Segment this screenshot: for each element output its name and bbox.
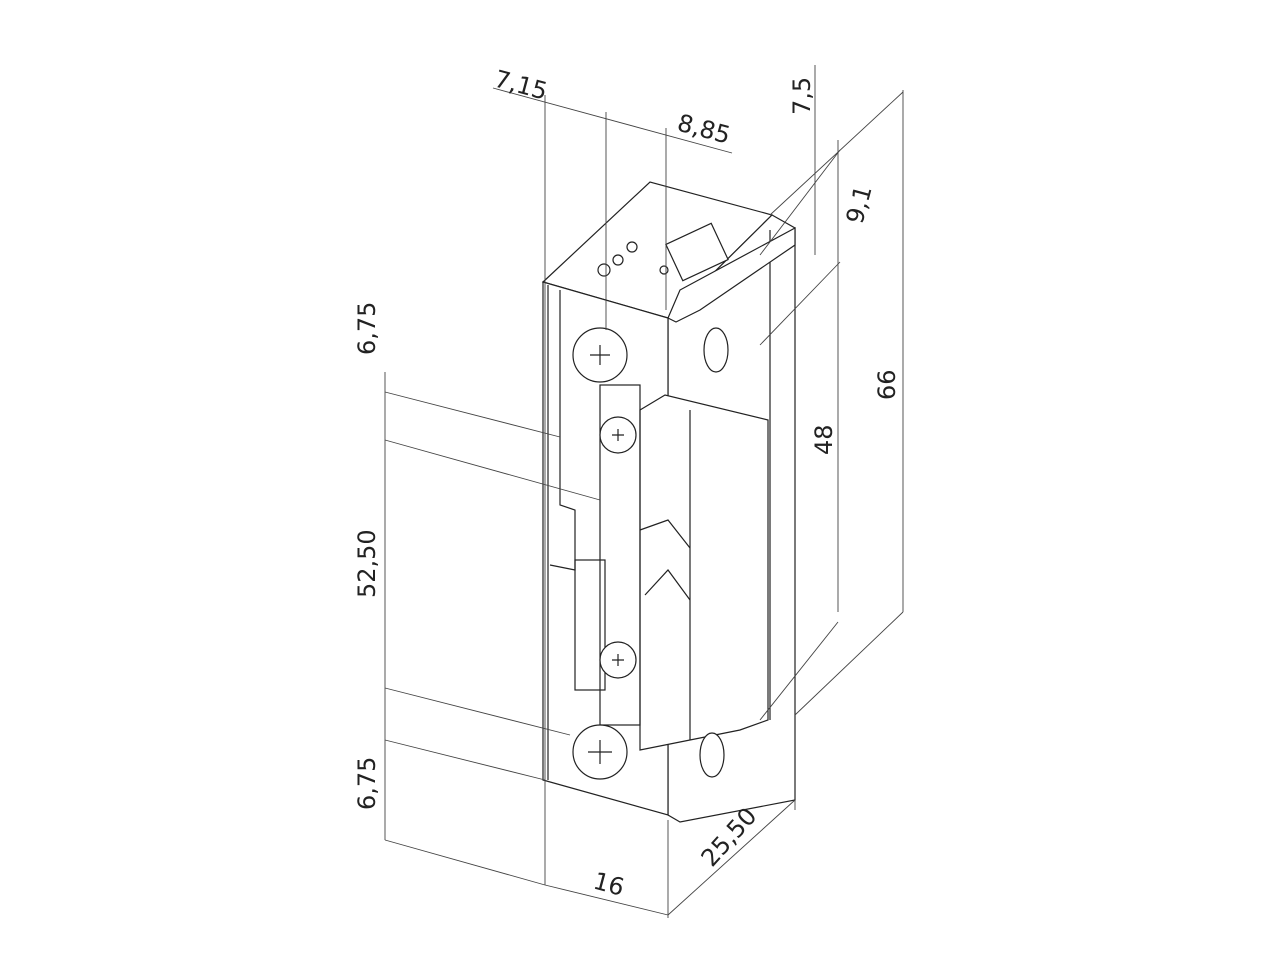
- dim-top-height-b: 9,1: [841, 182, 878, 226]
- dimension-lines: [384, 65, 904, 918]
- dim-screw-spacing: 52,50: [353, 529, 381, 598]
- dim-overall-height: 66: [873, 369, 901, 400]
- screw-bottom: [572, 724, 628, 780]
- dim-width: 16: [590, 867, 627, 902]
- dim-latch-height: 48: [810, 424, 838, 455]
- dim-top-offset-left: 7,15: [491, 65, 550, 106]
- dim-screw-offset-bottom: 6,75: [353, 757, 381, 810]
- strike-body: [541, 181, 796, 823]
- dim-top-offset-right: 8,85: [674, 109, 733, 150]
- screw-top: [572, 327, 628, 383]
- screws: [572, 327, 637, 780]
- dim-top-height-a: 7,5: [788, 77, 816, 115]
- dim-screw-offset-top: 6,75: [353, 302, 381, 355]
